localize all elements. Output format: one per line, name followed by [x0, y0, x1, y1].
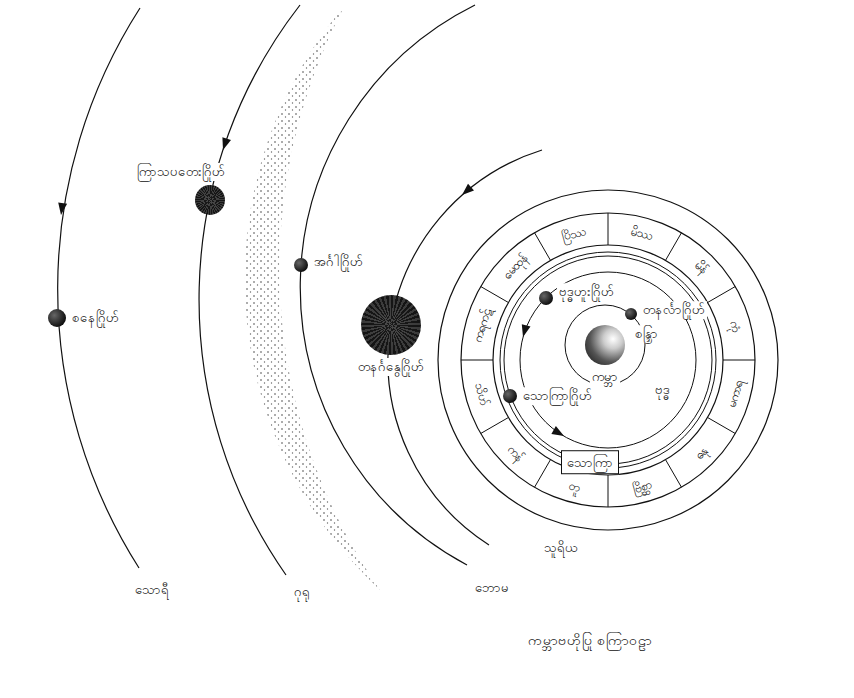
zodiac-divider: [708, 287, 736, 303]
zodiac-divider: [481, 287, 509, 303]
mars-planet: အင်္ဂါဂြိုဟ်: [294, 258, 308, 272]
zodiac-divider: [608, 213, 609, 245]
zodiac-sign: ကန်: [504, 441, 527, 464]
zodiac-divider: [481, 418, 509, 434]
sun-sphere: [438, 190, 778, 530]
sphere-name: သောရီ: [133, 581, 171, 599]
earth-globe: ကမ္ဘာ: [585, 325, 625, 365]
planet-name: အင်္ဂါဂြိုဟ်: [312, 253, 365, 271]
zodiac-sign: တူ: [567, 477, 582, 495]
mercury-planet: ဗုဒ္ဓဟူးဂြိုဟ်: [539, 291, 553, 305]
planet-name: သောကြာဂြိုဟ်: [521, 387, 594, 405]
zodiac-sign: ပြိဿ: [560, 223, 587, 245]
planet-name: ကြာသပတေးဂြိုဟ်: [135, 163, 227, 181]
sphere-name: သူရိယ: [542, 539, 579, 557]
sphere-name: ဘောမ: [473, 579, 511, 597]
moon-planet: တနင်္လာဂြိုဟ်: [625, 308, 637, 320]
zodiac-divider: [461, 360, 493, 361]
zodiac-sign: ဓနု: [691, 443, 711, 463]
direction-arrowhead: [522, 324, 531, 337]
planet-name: ကမ္ဘာ: [590, 368, 620, 386]
planet-name: ဗုဒ္ဓဟူးဂြိုဟ်: [557, 283, 616, 301]
zodiac-sign: မိဿ: [629, 223, 654, 244]
direction-arrowhead: [58, 203, 67, 216]
zodiac-sign: ကုံ: [725, 319, 743, 334]
zodiac-divider: [608, 475, 609, 507]
figure-caption: ကမ္ဘာဗဟိုပြု စကြာဝဠာ: [528, 631, 652, 650]
zodiac-ring-outer: [461, 213, 755, 507]
moon-sphere-name: စန္ဒြာ: [633, 325, 660, 343]
zodiac-divider: [708, 418, 736, 434]
sphere-name: ဂုရု: [292, 583, 312, 601]
planet-name: စနေဂြိုဟ်: [70, 309, 121, 327]
mars-orbit: [300, 5, 475, 565]
venus-planet: သောကြာဂြိုဟ်: [503, 389, 517, 403]
zodiac-sign: မကာရ: [723, 379, 746, 409]
saturn-planet: စနေဂြိုဟ်: [48, 309, 66, 327]
direction-arrowhead: [462, 184, 474, 195]
moon-orbit: [565, 305, 645, 385]
venus-sphere-outer: [500, 252, 716, 468]
zodiac-sign: ဗြိစ္ဆာ: [631, 476, 653, 496]
zodiac-sign: သိဟ်: [471, 381, 493, 407]
sphere-name: ဗုဒ္ဓ: [653, 381, 672, 399]
zodiac-sign: ကရကဋ်: [469, 308, 493, 345]
sphere-name: သောကြာ: [567, 455, 613, 470]
sun-orbit: [388, 150, 542, 545]
venus-sphere-inner: [504, 256, 712, 464]
direction-arrowhead: [222, 137, 231, 150]
venus-sphere-box: သောကြာ: [561, 450, 619, 474]
asteroid-belt: [245, 5, 380, 590]
sun-planet: တနင်္ဂနွေဂြိုဟ်: [361, 295, 421, 355]
jupiter-orbit: [199, 5, 300, 575]
zodiac-sign: မိန်: [691, 258, 710, 277]
zodiac-divider: [666, 233, 682, 261]
saturn-orbit: [58, 8, 140, 568]
planet-name: တနင်္ဂနွေဂြိုဟ်: [356, 358, 426, 376]
zodiac-ring-inner: [493, 245, 723, 475]
mercury-orbit: [520, 272, 696, 448]
zodiac-divider: [535, 460, 551, 488]
zodiac-divider: [535, 233, 551, 261]
jupiter-planet: ကြာသပတေးဂြိုဟ်: [195, 185, 225, 215]
direction-arrowhead: [551, 426, 564, 436]
zodiac-divider: [723, 360, 755, 361]
zodiac-divider: [666, 460, 682, 488]
planet-name: တနင်္လာဂြိုဟ်: [641, 301, 707, 319]
